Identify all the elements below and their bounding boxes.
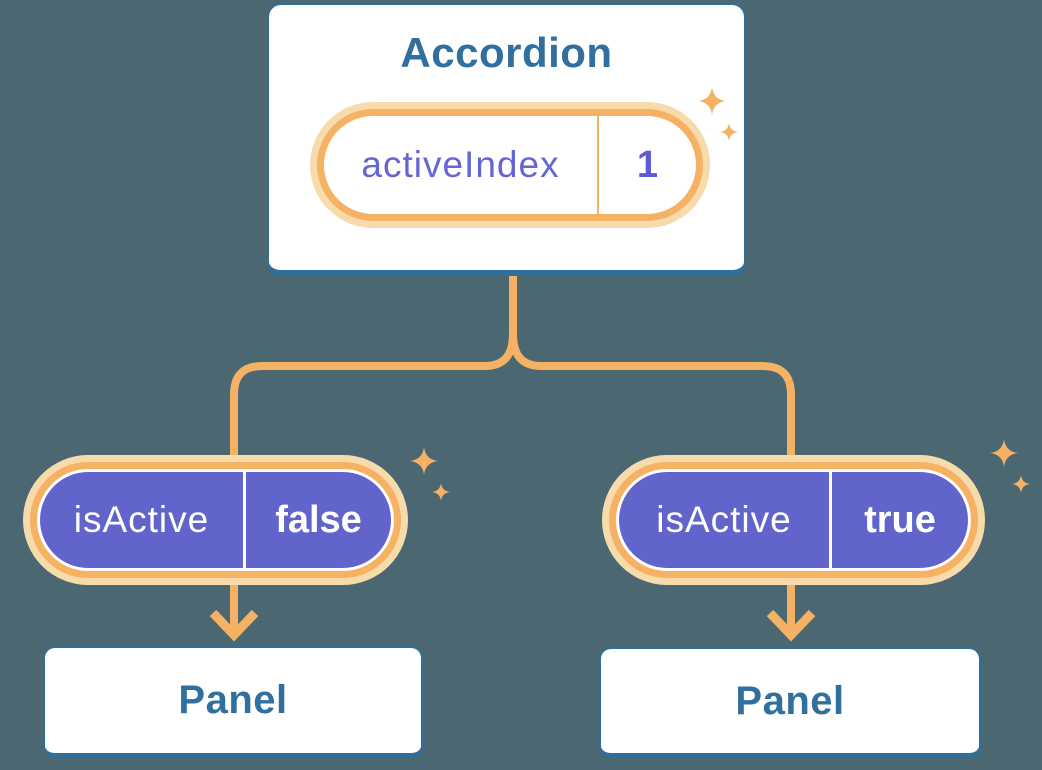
pill-divider	[829, 472, 832, 568]
prop-pill-left: isActive false	[23, 455, 408, 585]
sparkle-icon	[410, 447, 450, 501]
sparkle-icon	[698, 87, 738, 141]
arrow-down-icon	[209, 609, 259, 642]
sparkle-icon	[990, 439, 1030, 493]
state-pill: activeIndex 1	[310, 102, 710, 228]
prop-pill-left-value: false	[275, 498, 362, 541]
state-pill-value: 1	[636, 143, 659, 186]
accordion-title: Accordion	[400, 29, 613, 76]
panel-left-title: Panel	[178, 678, 288, 722]
prop-pill-right-value: true	[864, 498, 936, 541]
state-pill-ring: activeIndex 1	[317, 109, 703, 221]
pill-divider	[243, 472, 246, 568]
prop-pill-right-ring: isActive true	[609, 462, 978, 578]
prop-pill-right: isActive true	[602, 455, 985, 585]
connector-right-branch	[509, 262, 795, 634]
prop-pill-left-label: isActive	[73, 499, 210, 540]
prop-pill-left-ring: isActive false	[30, 462, 401, 578]
panel-node-right: Panel	[599, 647, 981, 758]
panel-node-left: Panel	[43, 646, 423, 758]
prop-pill-right-label: isActive	[656, 499, 792, 540]
state-pill-label: activeIndex	[361, 144, 560, 185]
arrow-down-icon	[766, 609, 816, 642]
pill-divider	[597, 116, 599, 214]
panel-right-title: Panel	[735, 678, 845, 723]
